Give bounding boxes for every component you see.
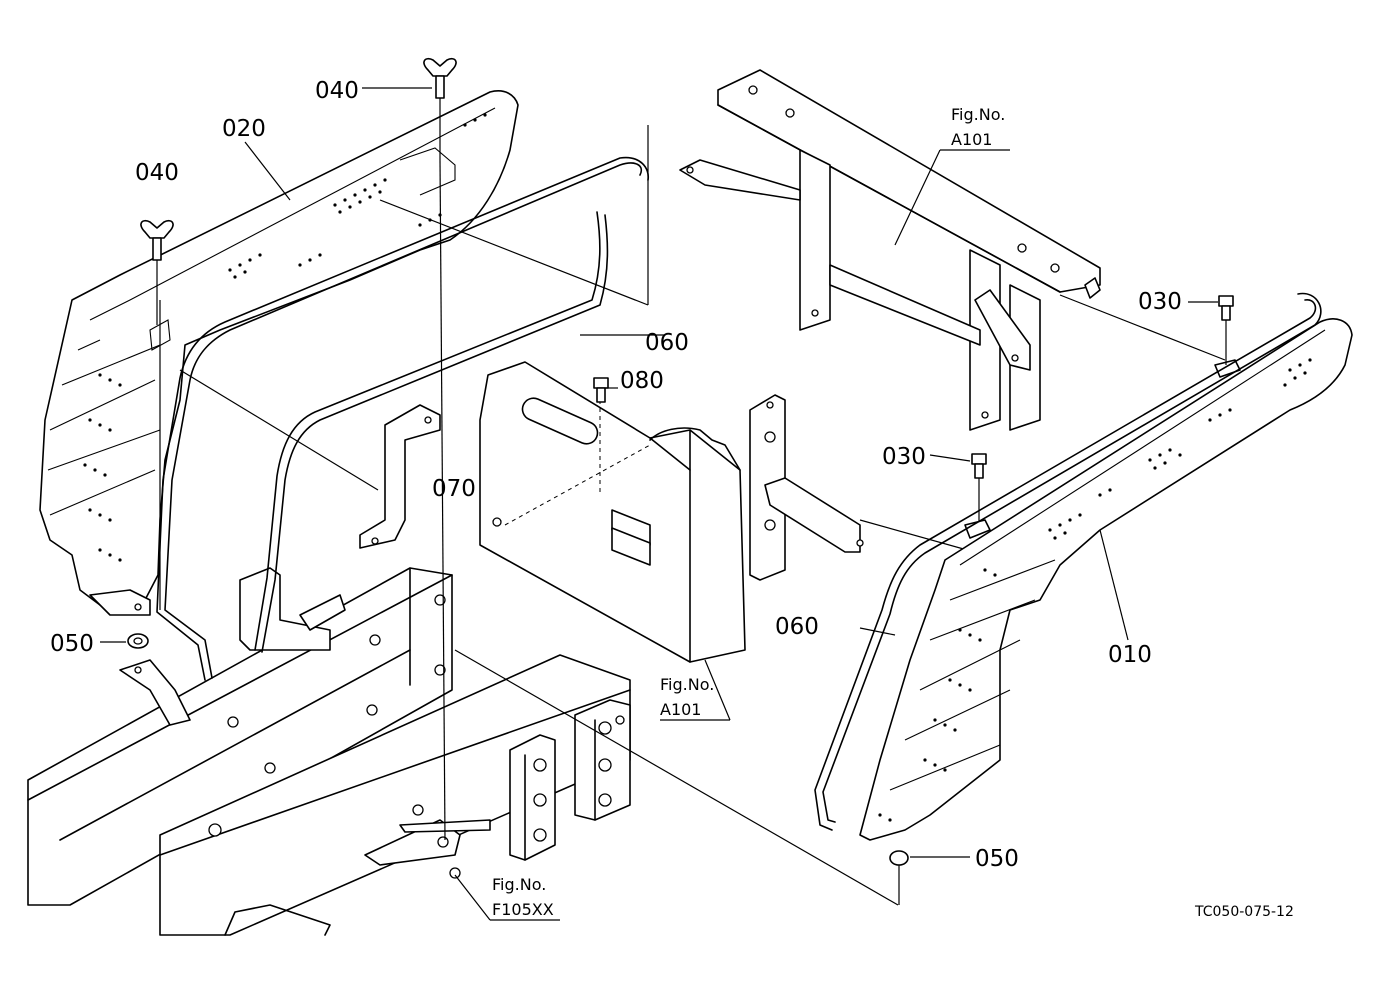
wing-bolt-040-left: [140, 219, 174, 325]
fender-010-perforations: [878, 358, 1312, 822]
label-040-top: 040: [315, 78, 359, 104]
label-060-left: 060: [645, 330, 689, 356]
frame-bracket: [239, 567, 346, 651]
label-040-left: 040: [135, 160, 179, 186]
guide-lines: [159, 125, 1226, 906]
fig-ref-bottom-line1: Fig.No.: [492, 875, 546, 894]
label-050-left: 050: [50, 631, 94, 657]
fig-ref-bottom-line2: F105XX: [492, 900, 554, 919]
nut-050-left: [119, 633, 191, 726]
fig-ref-middle-line2: A101: [660, 700, 701, 719]
side-plate: [749, 394, 864, 581]
bracket-070: [359, 404, 441, 549]
label-030-middle: 030: [882, 444, 926, 470]
label-060-right: 060: [775, 614, 819, 640]
bolt-080: [593, 377, 609, 403]
label-020: 020: [222, 116, 266, 142]
bolt-030-top: [1218, 295, 1234, 365]
fender-010: [859, 318, 1353, 841]
rear-frame-stand: [679, 69, 1101, 431]
label-010: 010: [1108, 642, 1152, 668]
label-070: 070: [432, 476, 476, 502]
edge-trim-060-left: [156, 156, 649, 681]
drawing-id: TC050-075-12: [1194, 904, 1294, 920]
mounting-blocks: [509, 699, 631, 861]
label-050-right: 050: [975, 846, 1019, 872]
edge-trim-060-right: [814, 292, 1322, 831]
fig-ref-top-line2: A101: [951, 130, 992, 149]
fig-ref-top-line1: Fig.No.: [951, 105, 1005, 124]
label-leaders: [100, 87, 1218, 921]
wing-bolt-040-top: [423, 57, 457, 160]
nut-050-right: [889, 850, 909, 905]
fig-ref-middle-line1: Fig.No.: [660, 675, 714, 694]
label-030-top: 030: [1138, 289, 1182, 315]
bolt-030-middle: [971, 453, 987, 522]
label-080: 080: [620, 368, 664, 394]
battery-cover: [479, 361, 746, 663]
